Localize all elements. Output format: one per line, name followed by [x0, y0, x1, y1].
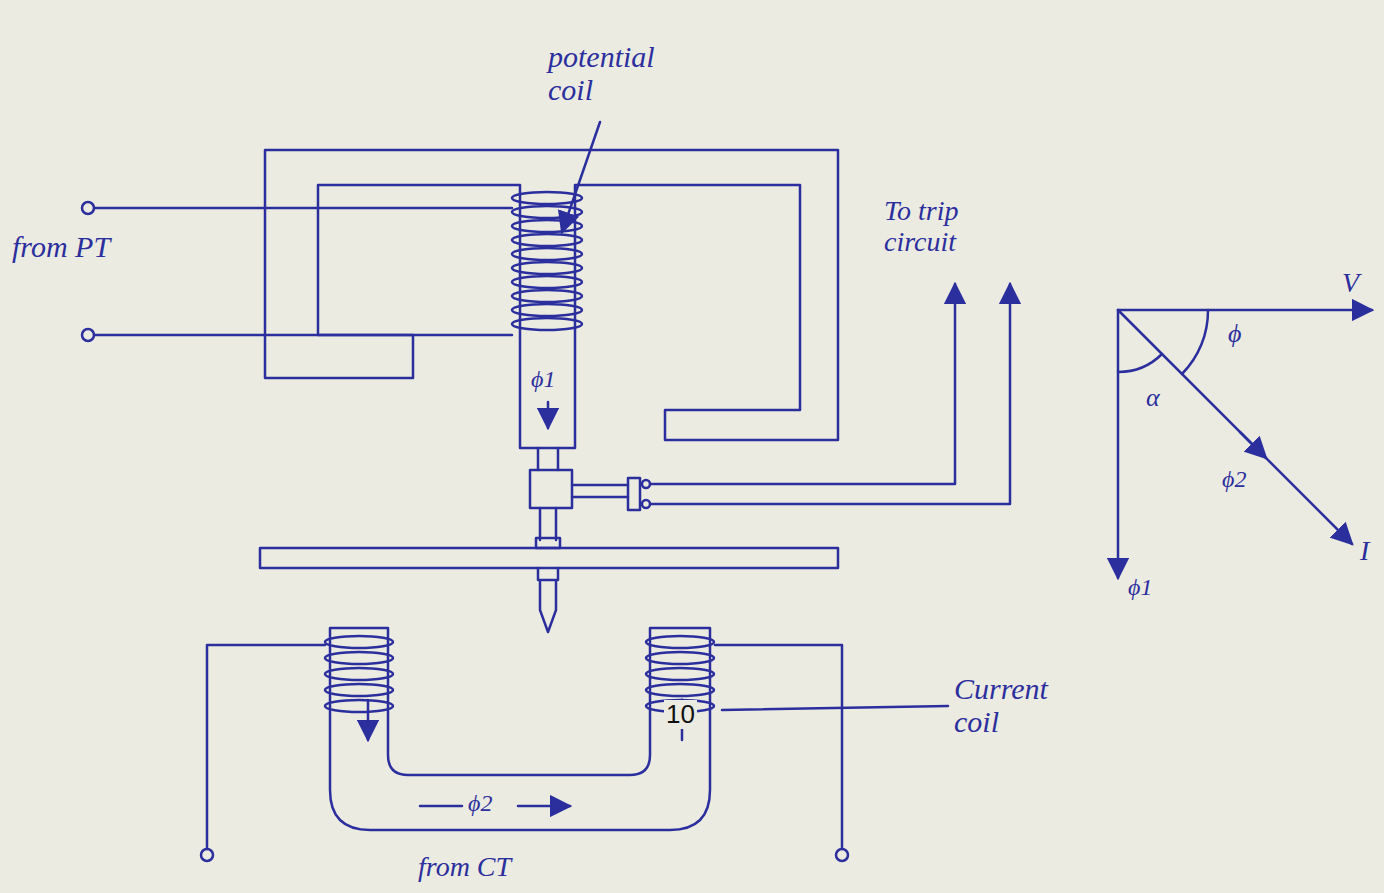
phasor-label: I: [1360, 536, 1369, 567]
angle-label: ϕ: [1228, 320, 1241, 349]
leader-line: [722, 706, 948, 710]
terminal: [201, 849, 213, 861]
phasor-label: ϕ2: [1222, 466, 1246, 492]
page-number: 10: [664, 700, 697, 729]
leader-line: [562, 122, 600, 232]
moving-contact: [530, 470, 572, 508]
current-coil-winding: [325, 636, 393, 712]
terminal-label: To trip circuit: [884, 196, 1004, 258]
ct-wire: [207, 645, 842, 849]
flux-arrow: [367, 700, 370, 740]
terminal: [836, 849, 848, 861]
phasor-i: [1118, 310, 1352, 544]
terminal-label: from PT: [12, 230, 110, 263]
flux-label: ϕ1: [531, 366, 555, 392]
trip-wire: [650, 284, 955, 484]
flux-arrow: [547, 402, 550, 428]
potential-coil-winding: [512, 192, 582, 330]
trip-wire: [650, 284, 1010, 504]
terminal: [82, 202, 94, 214]
flux-label: ϕ2: [468, 790, 492, 816]
angle-arc: [1118, 354, 1162, 372]
terminal-label: from CT: [418, 852, 511, 883]
phasor-v: [1118, 309, 1372, 312]
part-label: potential coil: [548, 40, 668, 106]
part-label: Current coil: [954, 672, 1084, 738]
flux-arrow: [518, 805, 570, 808]
phasor-phi2: [1240, 432, 1266, 458]
angle-arc: [1182, 310, 1208, 374]
collar: [536, 538, 560, 548]
terminal: [82, 329, 94, 341]
upper-magnet: [265, 150, 838, 448]
phasor-label: ϕ1: [1128, 574, 1152, 600]
spindle: [538, 448, 558, 540]
lower-magnet: [330, 628, 710, 830]
disc: [260, 548, 838, 568]
flux-arrow: [420, 805, 462, 808]
spindle: [538, 568, 558, 632]
pt-wire: [94, 208, 512, 335]
angle-label: α: [1146, 384, 1160, 413]
phasor-phi1: [1117, 310, 1120, 578]
phasor-label: V: [1342, 268, 1359, 299]
contact-arm: [572, 485, 628, 497]
contact-plate: [628, 478, 640, 510]
